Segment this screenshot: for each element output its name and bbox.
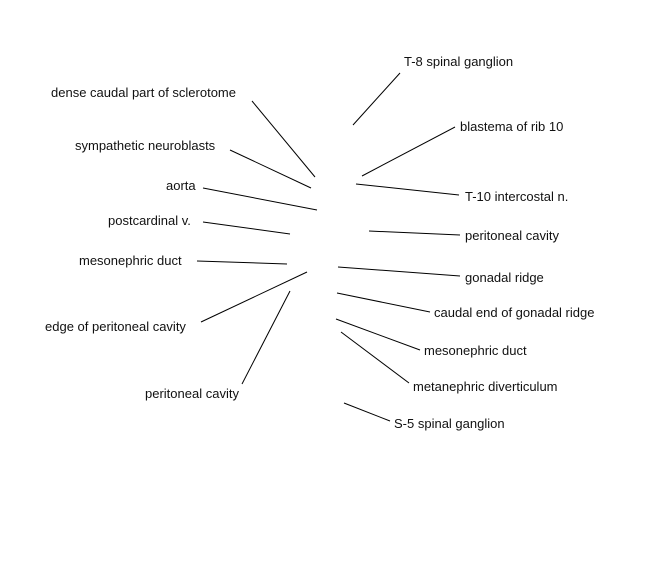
leader-mesonephric-duct-left xyxy=(196,260,288,265)
leader-gonadal-ridge xyxy=(337,266,461,277)
leader-lines xyxy=(196,72,461,422)
label-gonadal-ridge: gonadal ridge xyxy=(465,270,544,285)
leader-t8-spinal-ganglion xyxy=(352,72,401,126)
leader-edge-peritoneal-cavity xyxy=(200,271,308,323)
leader-dense-caudal-sclerotome xyxy=(251,100,316,178)
labels: T-8 spinal ganglion dense caudal part of… xyxy=(45,54,594,431)
leader-aorta xyxy=(202,187,318,211)
label-mesonephric-duct-right: mesonephric duct xyxy=(424,343,527,358)
label-t10-intercostal: T-10 intercostal n. xyxy=(465,189,568,204)
label-peritoneal-cavity-right: peritoneal cavity xyxy=(465,228,559,243)
label-t8-spinal-ganglion: T-8 spinal ganglion xyxy=(404,54,513,69)
label-peritoneal-cavity-left: peritoneal cavity xyxy=(145,386,239,401)
leader-metanephric-diverticulum xyxy=(340,331,410,384)
label-mesonephric-duct-left: mesonephric duct xyxy=(79,253,182,268)
leader-t10-intercostal xyxy=(355,183,460,196)
label-edge-peritoneal-cavity: edge of peritoneal cavity xyxy=(45,319,186,334)
label-caudal-end-gonadal-ridge: caudal end of gonadal ridge xyxy=(434,305,594,320)
label-aorta: aorta xyxy=(166,178,196,193)
leader-blastema-rib-10 xyxy=(361,126,456,177)
label-blastema-rib-10: blastema of rib 10 xyxy=(460,119,563,134)
leader-caudal-end-gonadal-ridge xyxy=(336,292,431,313)
label-dense-caudal-sclerotome: dense caudal part of sclerotome xyxy=(51,85,236,100)
leader-postcardinal-v xyxy=(202,221,291,235)
leader-mesonephric-duct-right xyxy=(335,318,421,351)
leader-sympathetic-neuroblasts xyxy=(229,149,312,189)
label-s5-spinal-ganglion: S-5 spinal ganglion xyxy=(394,416,505,431)
label-postcardinal-v: postcardinal v. xyxy=(108,213,191,228)
label-metanephric-diverticulum: metanephric diverticulum xyxy=(413,379,558,394)
label-sympathetic-neuroblasts: sympathetic neuroblasts xyxy=(75,138,216,153)
leader-peritoneal-cavity-left xyxy=(241,290,291,385)
leader-peritoneal-cavity-right xyxy=(368,230,461,236)
leader-s5-spinal-ganglion xyxy=(343,402,391,422)
